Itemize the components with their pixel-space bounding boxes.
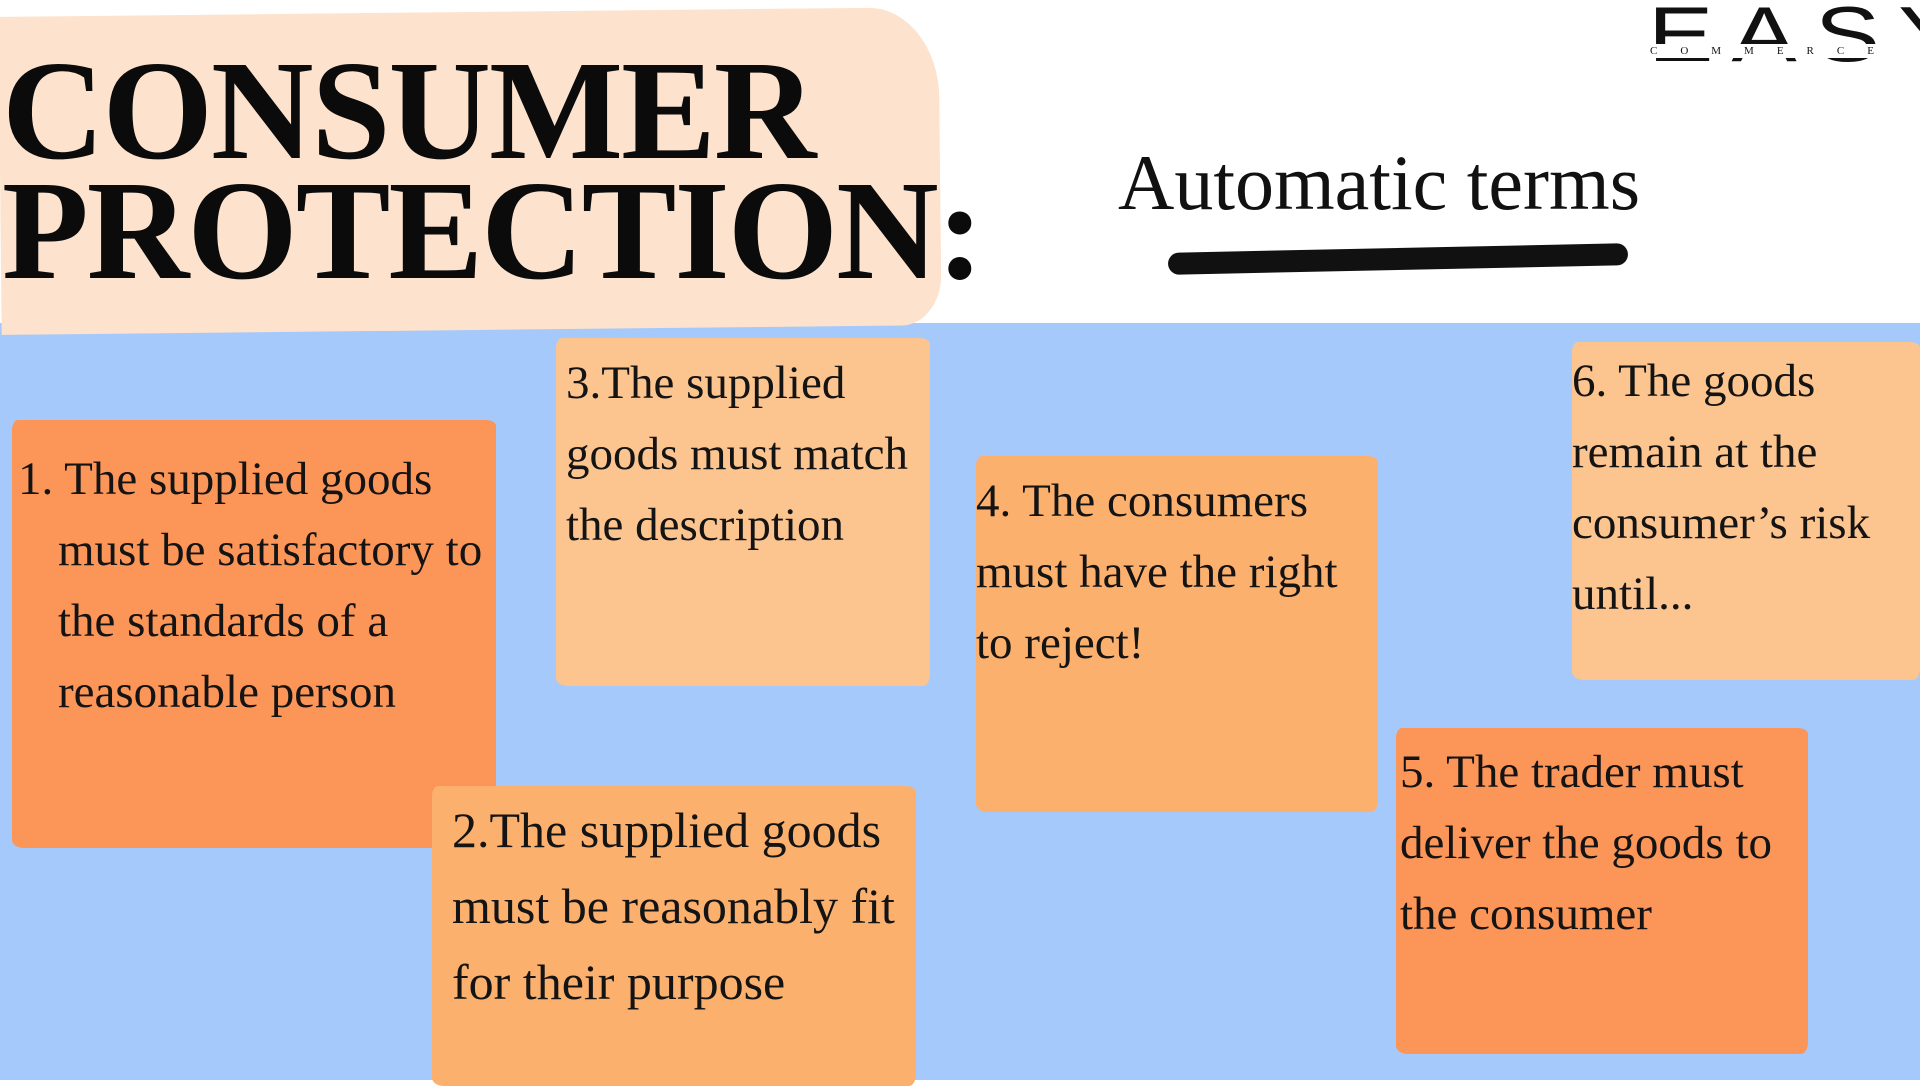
sticky-note-3: 3.The supplied goods must match the desc… [556, 338, 930, 686]
note-text: 4. The consumers must have the right to … [976, 475, 1338, 669]
note-text: 1. The supplied goods must be satisfacto… [18, 453, 483, 718]
note-text: 6. The goods remain at the consumer’s ri… [1572, 355, 1871, 620]
title-line-1: CONSUMER [2, 31, 816, 189]
subtitle: Automatic terms [1118, 139, 1641, 226]
logo-subtext: COMMERCE [1650, 45, 1897, 57]
logo-word: EASY [1648, 0, 1920, 78]
sticky-note-4: 4. The consumers must have the right to … [976, 456, 1378, 812]
note-text: 2.The supplied goods must be reasonably … [452, 802, 895, 1010]
sticky-note-1: 1. The supplied goods must be satisfacto… [12, 420, 496, 848]
sticky-note-2: 2.The supplied goods must be reasonably … [432, 786, 916, 1086]
logo: EASY COMMERCE [1648, 0, 1920, 88]
title-line-2: PROTECTION: [2, 151, 984, 309]
note-text: 3.The supplied goods must match the desc… [566, 357, 909, 551]
sticky-note-6: 6. The goods remain at the consumer’s ri… [1572, 342, 1920, 680]
sticky-note-5: 5. The trader must deliver the goods to … [1396, 728, 1808, 1054]
note-text: 5. The trader must deliver the goods to … [1400, 746, 1773, 940]
logo-band [1648, 44, 1910, 58]
page-title: CONSUMER PROTECTION: [2, 31, 984, 309]
